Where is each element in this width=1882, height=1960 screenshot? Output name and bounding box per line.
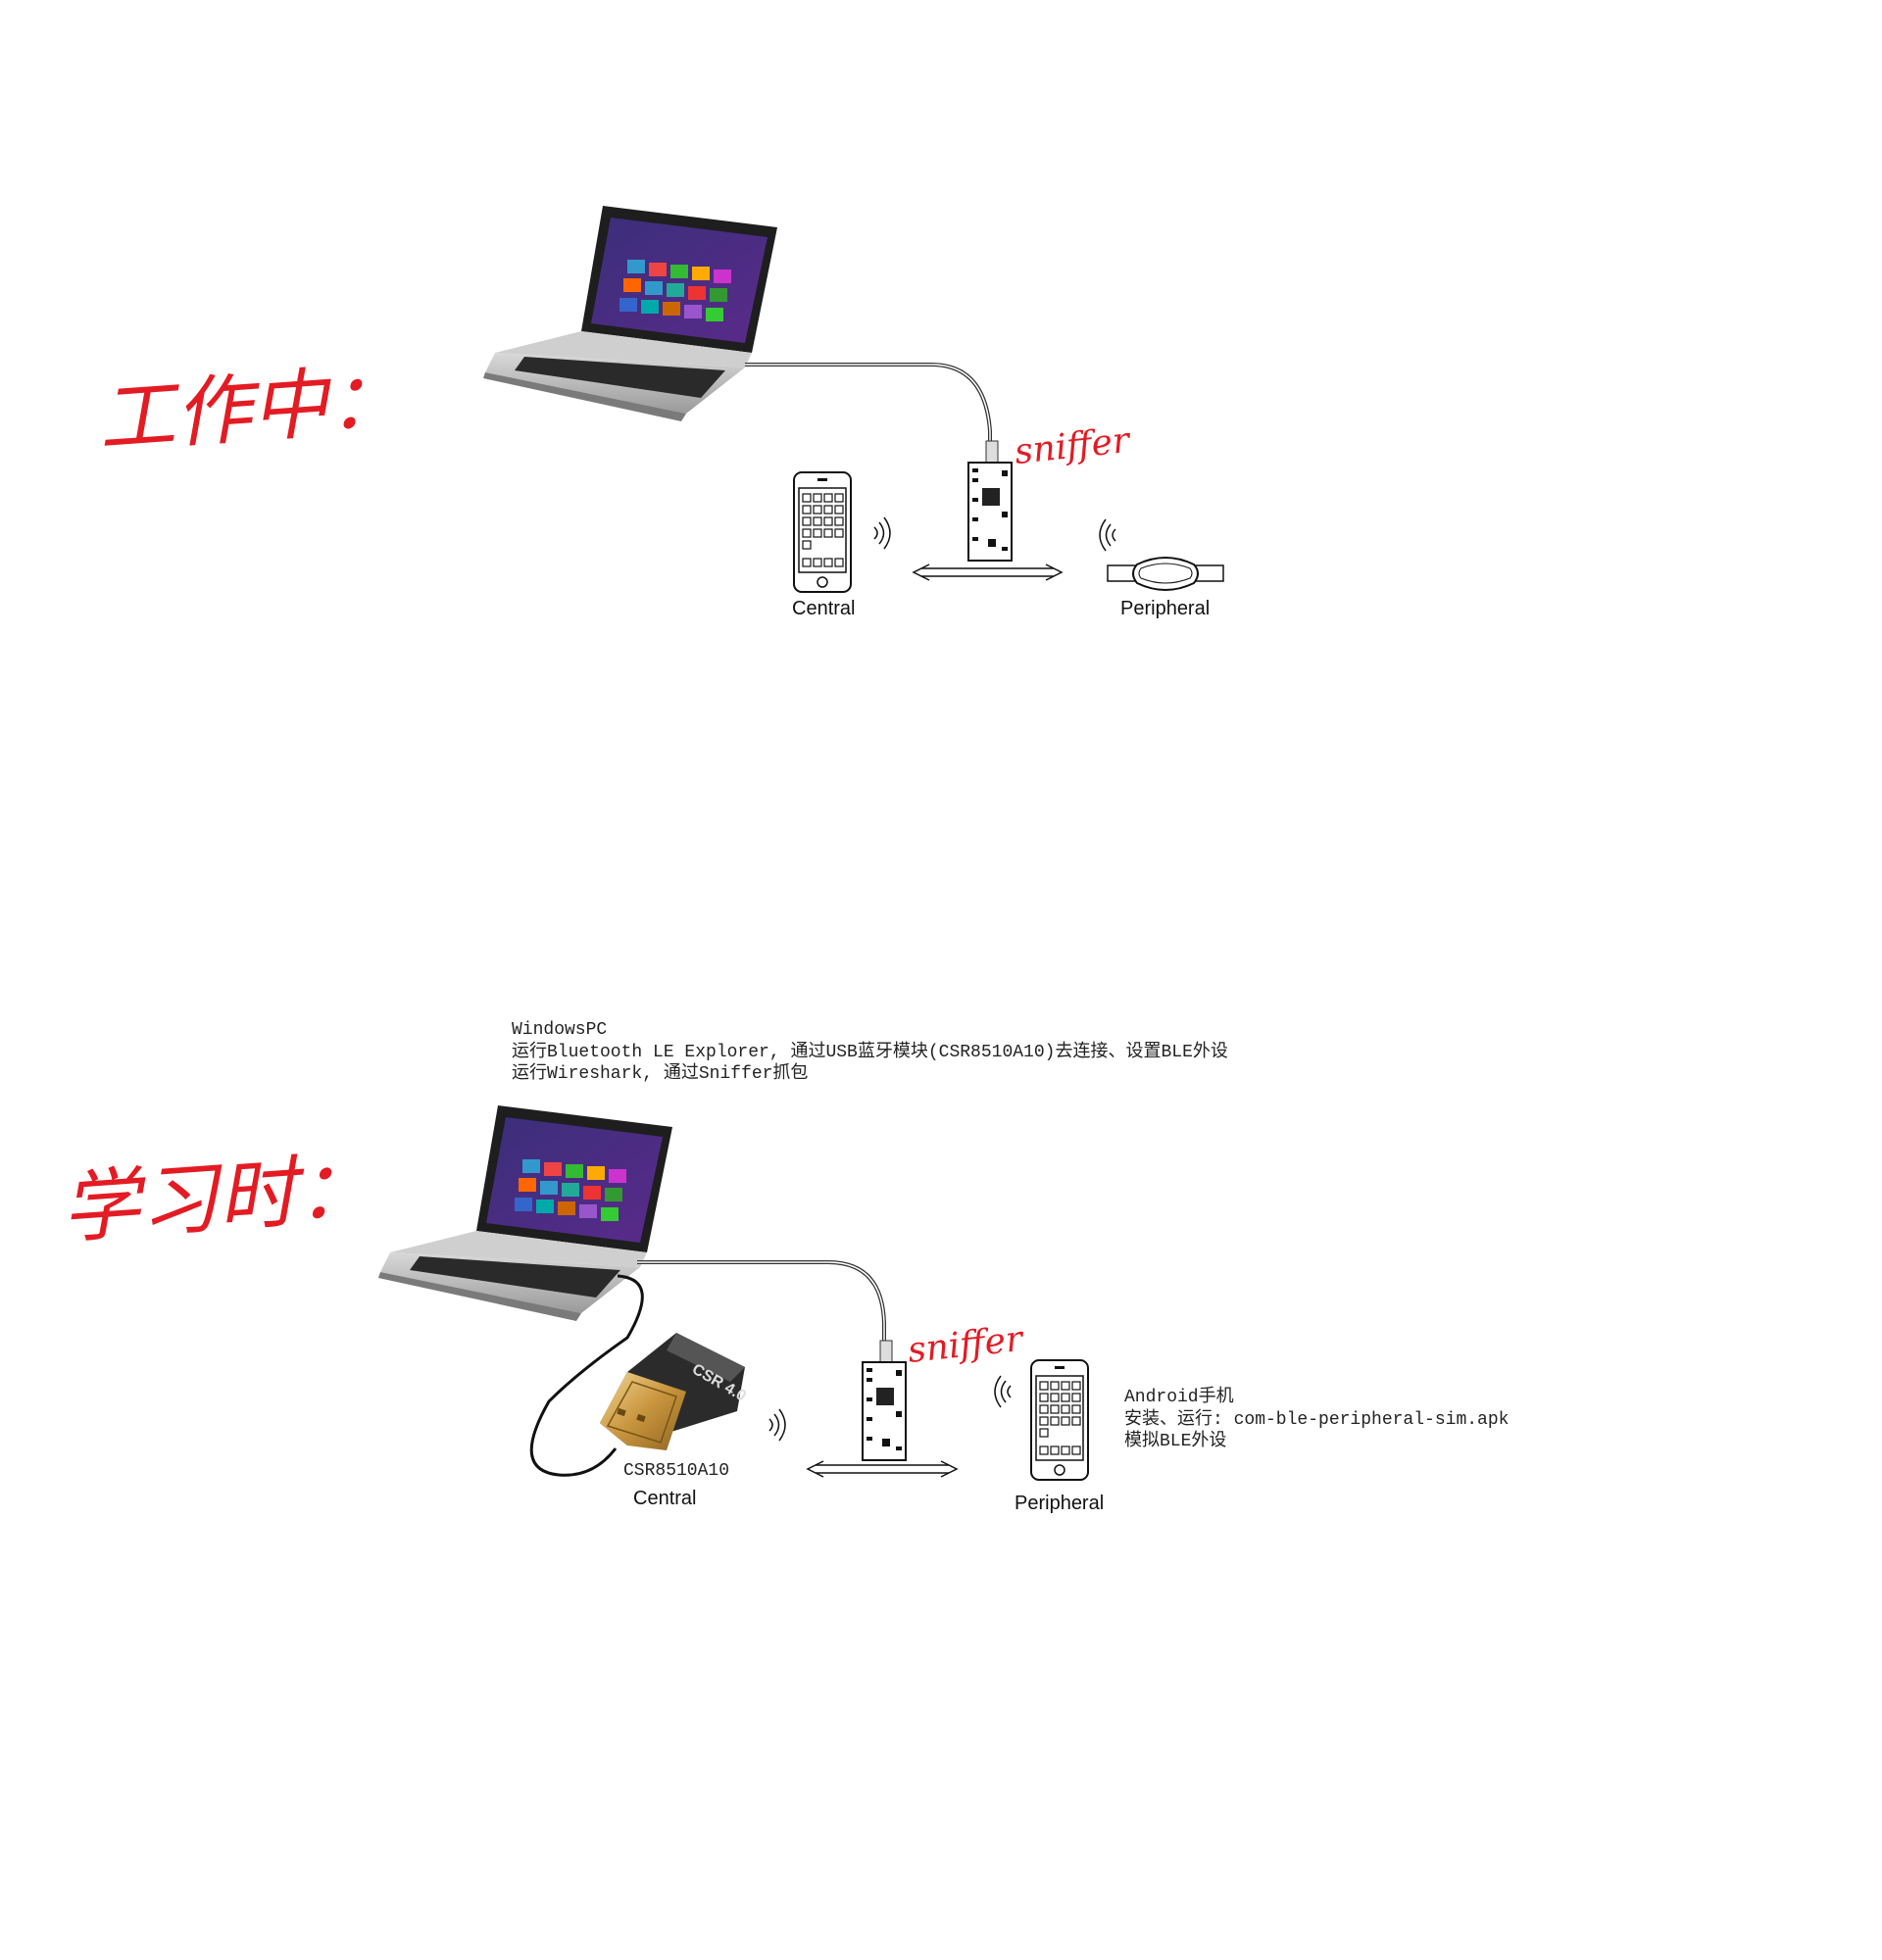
double-arrow-icon: [912, 564, 1064, 581]
smartphone-icon: [793, 471, 852, 593]
radio-waves-icon: [994, 1375, 1012, 1408]
radio-waves-icon: [768, 1408, 786, 1442]
dongle-model-label: CSR8510A10: [623, 1461, 730, 1481]
android-note-line: 安装、运行: com-ble-peripheral-sim.apk: [1124, 1409, 1510, 1430]
radio-waves-icon: [873, 516, 891, 550]
peripheral-label: Peripheral: [1015, 1493, 1105, 1514]
working-heading: 工作中：: [95, 355, 408, 465]
android-note-line: Android手机: [1124, 1388, 1234, 1407]
working-section: [483, 206, 1224, 593]
laptop-icon: [378, 1105, 672, 1321]
android-notes: Android手机安装、运行: com-ble-peripheral-sim.a…: [1124, 1387, 1509, 1453]
learning-heading: 学习时：: [58, 1141, 378, 1255]
central-label: Central: [792, 598, 856, 619]
android-note-line: 模拟BLE外设: [1124, 1432, 1227, 1451]
wristband-icon: [1107, 557, 1224, 591]
sniffer-board-icon: [862, 1340, 907, 1461]
learning-section: CSR 4.0: [378, 1105, 1089, 1481]
usb-dongle-icon: CSR 4.0: [600, 1333, 749, 1450]
pc-note-line: WindowsPC: [512, 1020, 608, 1040]
pc-note-line: 运行Bluetooth LE Explorer, 通过USB蓝牙模块(CSR85…: [512, 1042, 1228, 1062]
central-label: Central: [633, 1488, 697, 1509]
peripheral-label: Peripheral: [1120, 598, 1211, 619]
smartphone-icon: [1030, 1359, 1089, 1481]
pc-note-line: 运行Wireshark, 通过Sniffer抓包: [512, 1064, 809, 1084]
radio-waves-icon: [1099, 518, 1116, 552]
laptop-icon: [483, 206, 777, 421]
double-arrow-icon: [806, 1460, 959, 1478]
sniffer-board-icon: [967, 440, 1013, 562]
